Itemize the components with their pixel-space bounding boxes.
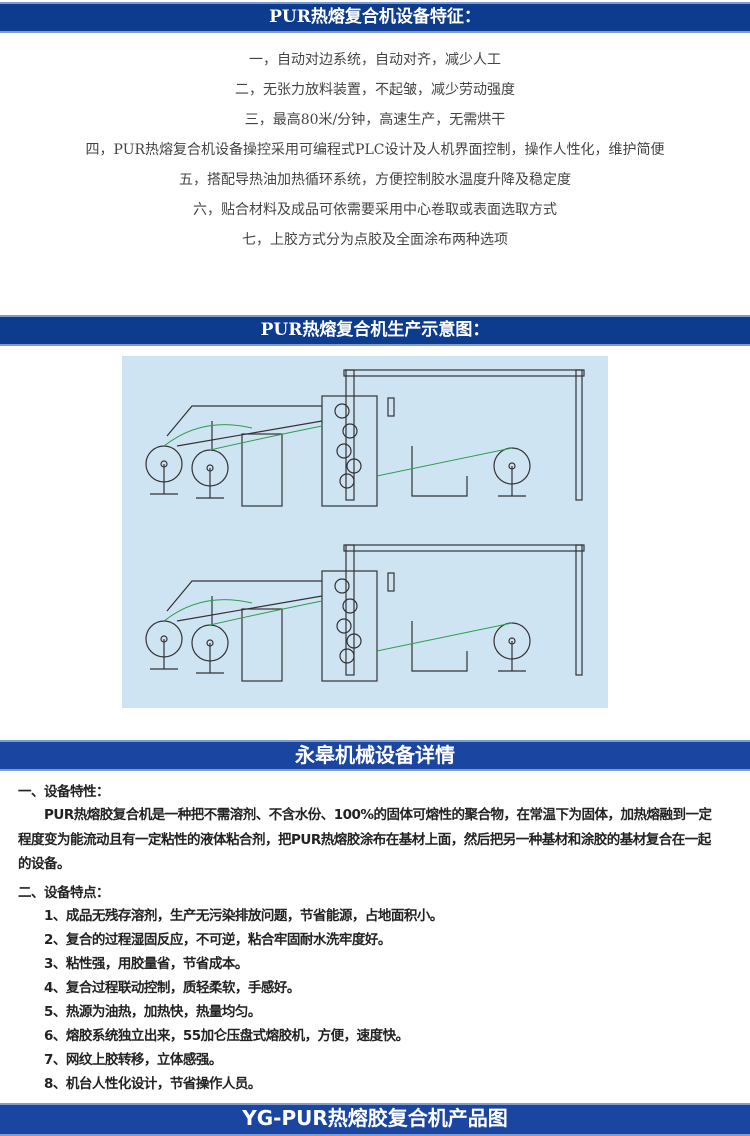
para-line: 的设备。 [18,856,71,872]
subheading-characteristics: 一、设备特性： [18,784,110,800]
feature-line: 五，搭配导热油加热循环系统，方便控制胶水温度升降及稳定度 [179,172,571,188]
feature-line: 四，PUR热熔复合机设备操控采用可编程式PLC设计及人机界面控制，操作人性化，维… [85,142,665,158]
feature-point: 3、粘性强，用胶量省，节省成本。 [44,956,248,972]
feature-point: 8、机台人性化设计，节省操作人员。 [44,1076,261,1092]
section-header-diagram: PUR热熔复合机生产示意图： [0,315,750,346]
feature-point: 2、复合的过程湿固反应，不可逆，粘合牢固耐水洗牢度好。 [44,932,391,948]
feature-point: 1、成品无残存溶剂，生产无污染排放问题，节省能源，占地面积小。 [44,908,443,924]
section-header-product-images: YG-PUR热熔胶复合机产品图 [0,1103,750,1136]
feature-point: 7、网纹上胶转移，立体感强。 [44,1052,222,1068]
feature-point: 4、复合过程联动控制，质轻柔软，手感好。 [44,980,300,996]
feature-line: 二，无张力放料装置，不起皱，减少劳动强度 [235,82,515,98]
production-diagram [122,356,608,708]
feature-point: 6、熔胶系统独立出来，55加仑压盘式熔胶机，方便，速度快。 [44,1028,409,1044]
para-line: 程度变为能流动且有一定粘性的液体粘合剂，把PUR热熔胶涂布在基材上面，然后把另一… [18,832,711,848]
section-header-details: 永皋机械设备详情 [0,740,750,771]
machine-schematic [145,369,585,682]
feature-line: 七，上胶方式分为点胶及全面涂布两种选项 [242,232,508,248]
para-line: PUR热熔胶复合机是一种把不需溶剂、不含水份、100%的固体可熔性的聚合物，在常… [44,807,712,823]
section-header-features: PUR热熔复合机设备特征： [0,2,750,33]
feature-line: 六，贴合材料及成品可依需要采用中心卷取或表面选取方式 [193,202,557,218]
feature-point: 5、热源为油热，加热快，热量均匀。 [44,1004,261,1020]
feature-line: 一，自动对边系统，自动对齐，减少人工 [249,52,501,68]
feature-line: 三，最高80米/分钟，高速生产，无需烘干 [244,112,506,128]
subheading-features: 二、设备特点： [18,885,110,901]
